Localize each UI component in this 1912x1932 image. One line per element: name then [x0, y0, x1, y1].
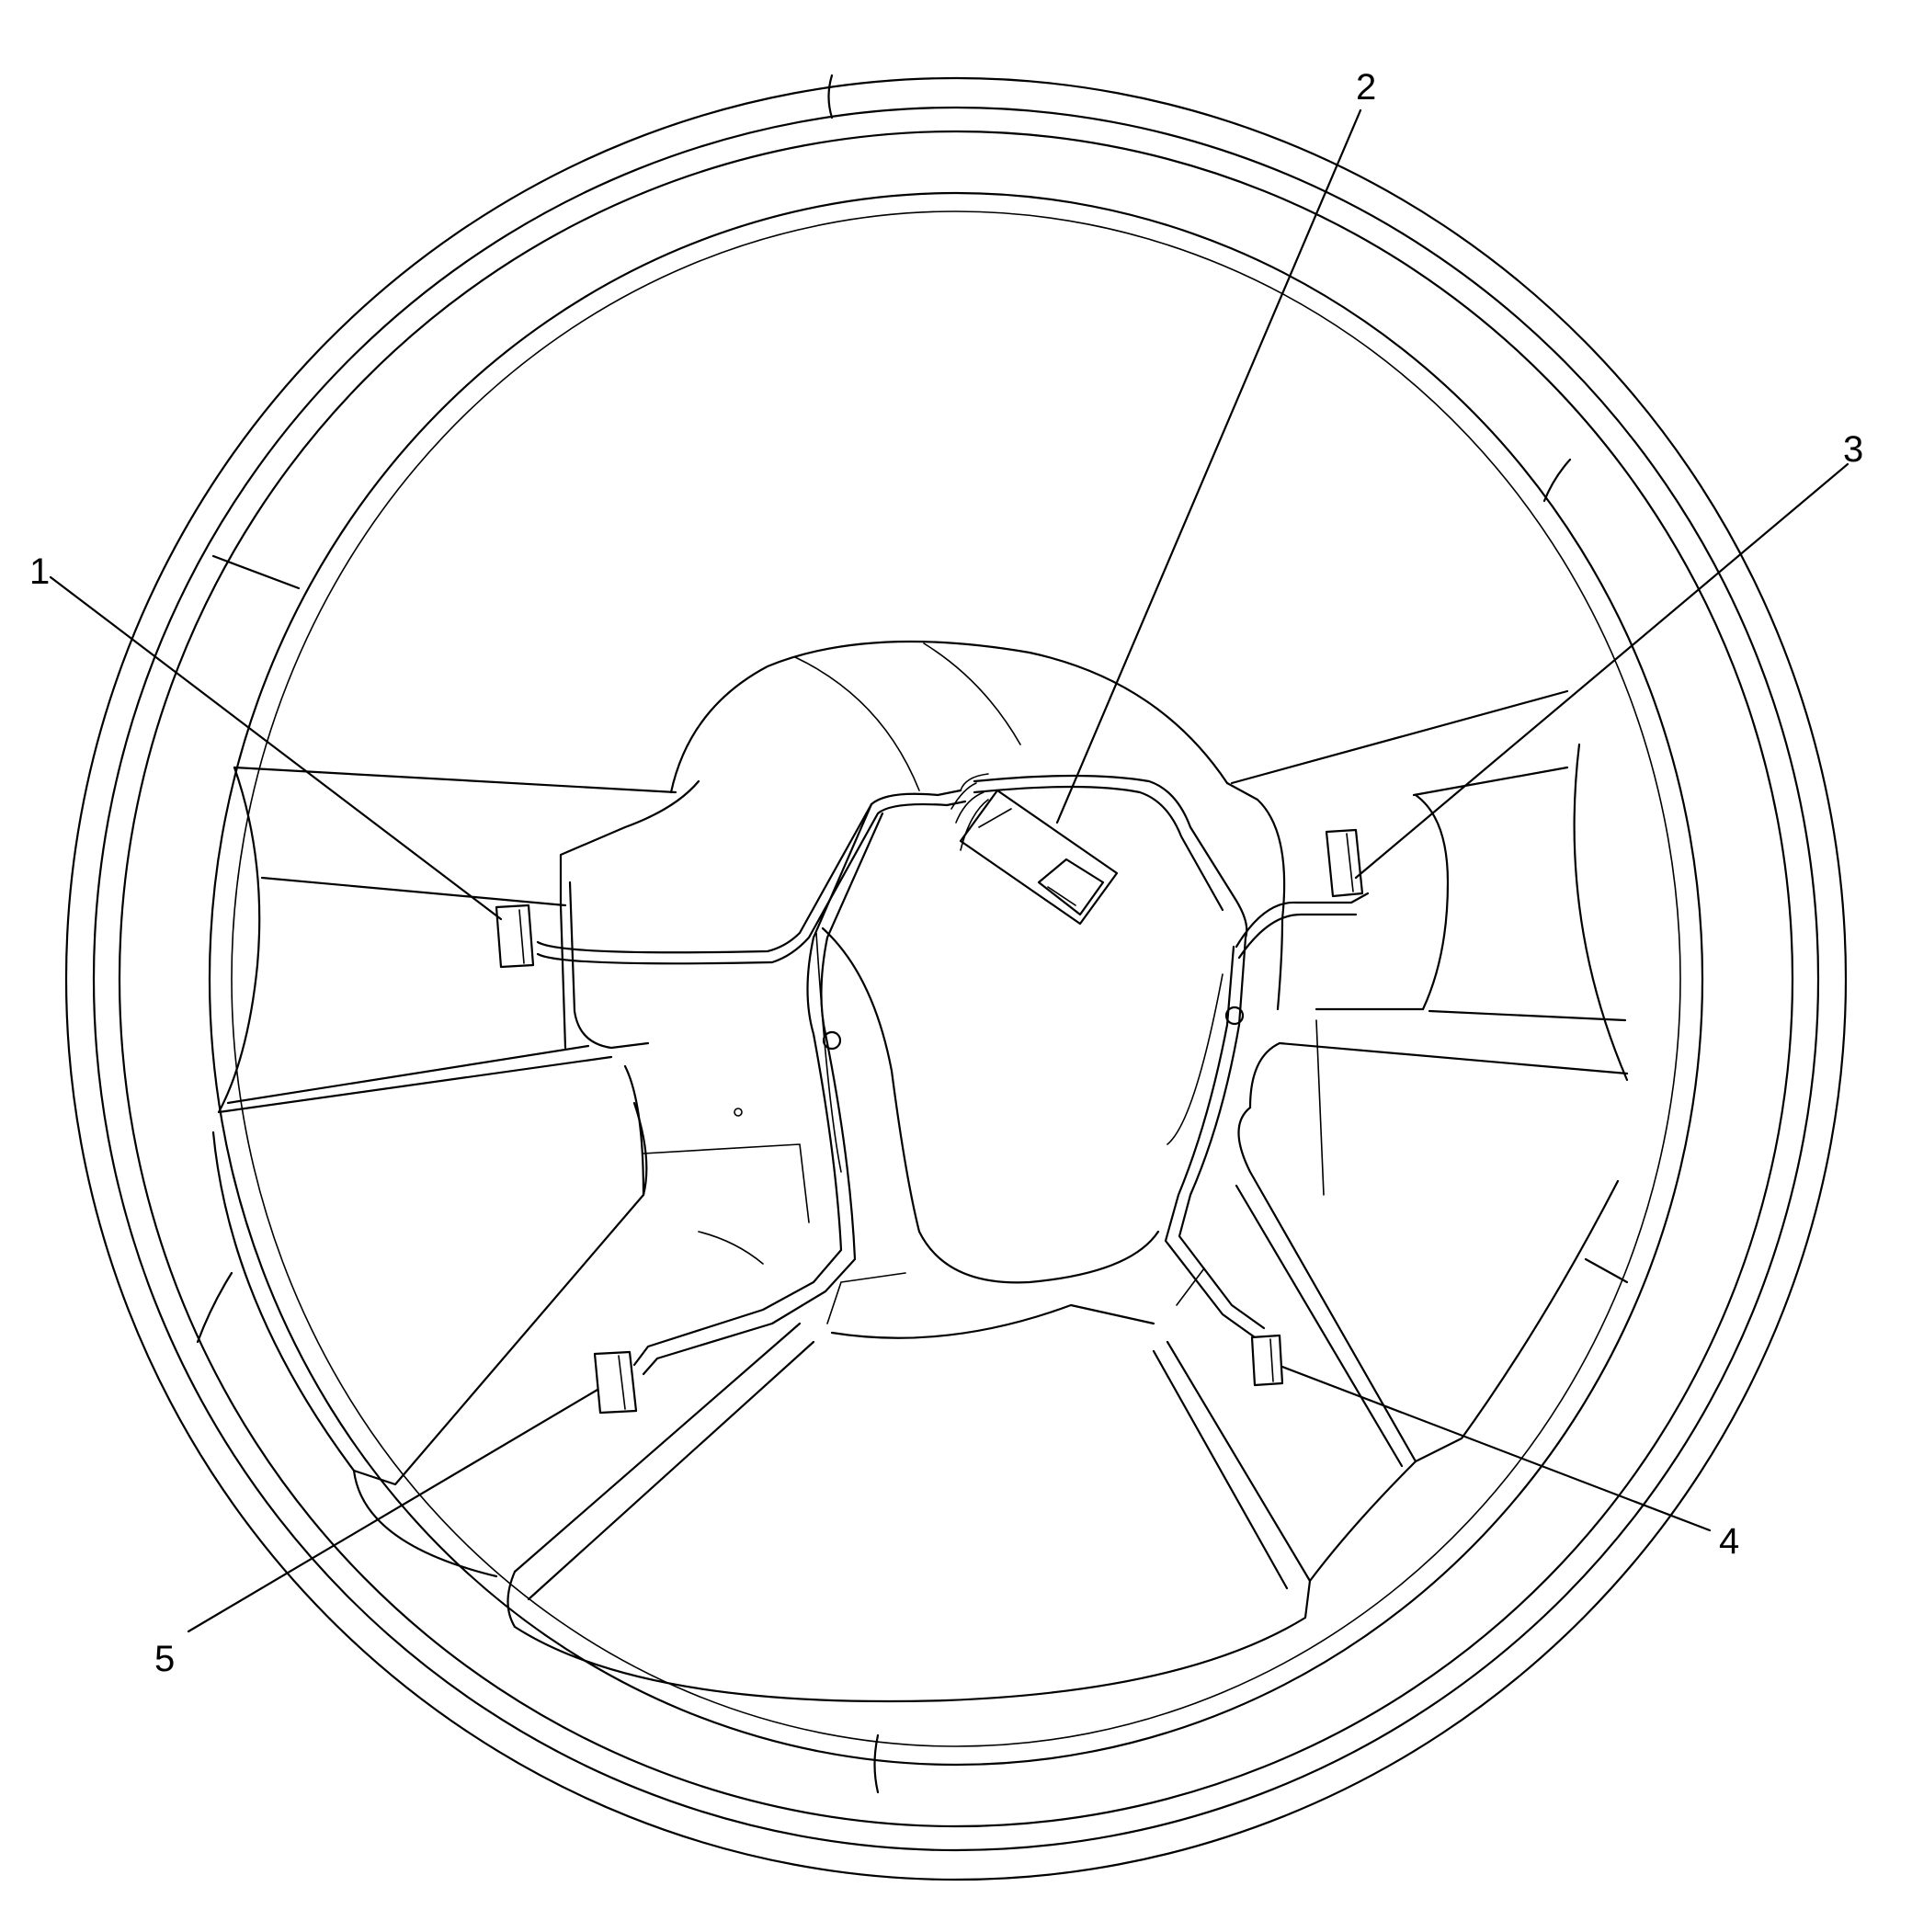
steering-wheel-rim	[64, 74, 1848, 1881]
wire-harness	[536, 773, 1370, 1376]
switch-connector-1	[495, 903, 535, 969]
bottom-spoke	[506, 1272, 1312, 1703]
callout-label-2: 2	[1356, 67, 1376, 108]
callout-label-3: 3	[1843, 429, 1863, 470]
leader-line-2	[1055, 108, 1362, 824]
leader-line-4	[1280, 1365, 1712, 1532]
callout-label-4: 4	[1719, 1521, 1739, 1562]
leader-line-5	[187, 1388, 599, 1633]
leader-line-1	[49, 575, 503, 921]
center-hub	[559, 640, 1286, 1284]
left-spoke	[217, 766, 677, 1114]
callout-label-5: 5	[154, 1639, 175, 1679]
harness-connector	[950, 782, 1119, 926]
lower-left-spoke	[211, 1064, 810, 1578]
callout-label-1: 1	[29, 551, 50, 592]
callout-labels: 1 2 3 4 5	[29, 67, 1863, 1679]
right-spoke	[1230, 689, 1629, 1196]
leader-line-3	[1354, 462, 1849, 880]
switch-connector-4	[1250, 1334, 1284, 1387]
leader-lines	[49, 108, 1849, 1633]
switch-connector-3	[1325, 828, 1364, 898]
lower-right-spoke	[1176, 1106, 1620, 1583]
switch-connector-5	[593, 1350, 638, 1415]
